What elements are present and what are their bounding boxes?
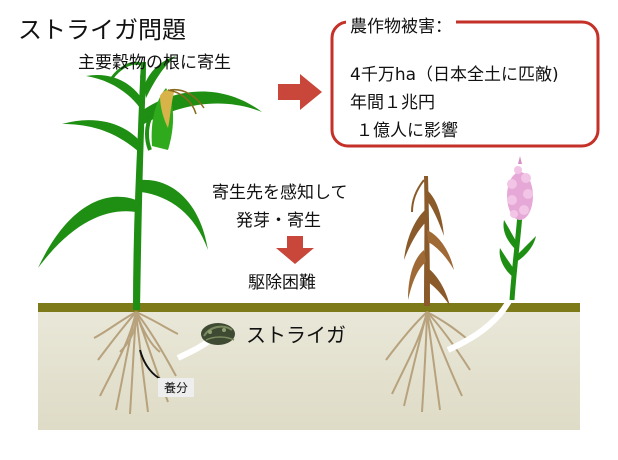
right-arrow-icon (278, 74, 322, 110)
damage-box (330, 20, 600, 148)
damage-line-cost: 年間１兆円 (350, 93, 435, 113)
corn-plant (38, 56, 262, 310)
soil-surface (38, 303, 580, 312)
corn-roots (93, 311, 179, 415)
down-arrow-icon (276, 236, 314, 264)
soil (38, 310, 580, 430)
damage-line-people: １億人に影響 (356, 121, 458, 141)
damage-heading: 農作物被害： (346, 12, 456, 37)
striga-plant (446, 156, 536, 353)
withered-roots (385, 311, 471, 413)
striga-label: ストライガ (246, 323, 346, 347)
withered-crop (404, 176, 454, 306)
process-step1-line1: 寄生先を感知して (212, 183, 348, 203)
process-step2: 駆除困難 (248, 273, 316, 293)
subtitle: 主要穀物の根に寄生 (78, 53, 231, 73)
striga-seedling (176, 323, 235, 361)
damage-line-area: 4千万ha（日本全土に匹敵) (350, 65, 559, 85)
page-title: ストライガ問題 (18, 16, 186, 44)
nutrient-label: 養分 (158, 378, 195, 397)
process-step1-line2: 発芽・寄生 (236, 211, 321, 231)
